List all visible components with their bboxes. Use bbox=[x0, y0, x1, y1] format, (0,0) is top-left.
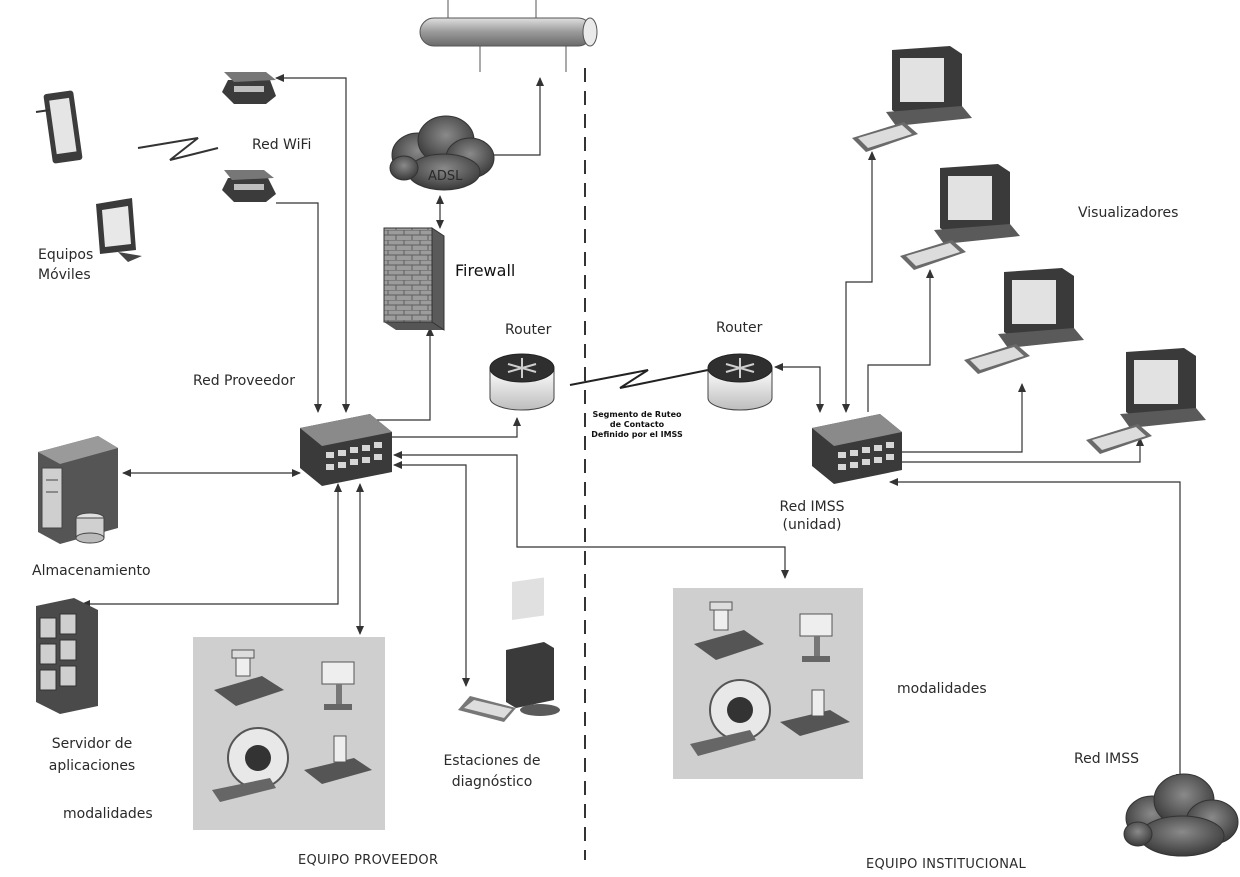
adsl-cloud-icon bbox=[389, 115, 495, 191]
segmento-label-1: Segmento de Ruteo bbox=[592, 410, 682, 419]
xray-table-icon bbox=[214, 649, 284, 706]
equipo-institucional-label: EQUIPO INSTITUCIONAL bbox=[866, 857, 1027, 872]
equipos-moviles-label-2: Móviles bbox=[38, 267, 91, 283]
mammography-icon bbox=[304, 735, 372, 784]
application-server-icon bbox=[36, 598, 98, 714]
equipos-moviles-label-1: Equipos bbox=[38, 247, 94, 263]
xray-table-icon bbox=[694, 601, 764, 660]
firewall-icon bbox=[383, 227, 445, 331]
visualizer-workstation-icon bbox=[852, 46, 972, 152]
router-right-label: Router bbox=[716, 320, 763, 336]
backbone-pipe-icon bbox=[419, 0, 598, 72]
storage-server-icon bbox=[38, 436, 118, 544]
wifi-access-point-icon bbox=[222, 170, 276, 202]
wifi-access-point-icon bbox=[222, 72, 276, 104]
adsl-label: ADSL bbox=[428, 169, 463, 184]
red-wifi-label: Red WiFi bbox=[252, 137, 312, 153]
estaciones-label-2: diagnóstico bbox=[451, 774, 533, 790]
switch-icon bbox=[300, 414, 392, 486]
firewall-label: Firewall bbox=[455, 261, 516, 280]
ct-scanner-icon bbox=[212, 727, 289, 802]
connection-lines bbox=[81, 74, 1184, 783]
router-left-label: Router bbox=[505, 322, 552, 338]
modalidades-left-label: modalidades bbox=[63, 806, 153, 822]
router-icon bbox=[489, 353, 555, 411]
diagnostic-workstation-icon bbox=[458, 577, 560, 722]
tablet-icon bbox=[35, 90, 83, 164]
red-proveedor-label: Red Proveedor bbox=[193, 373, 295, 389]
almacenamiento-label: Almacenamiento bbox=[32, 563, 151, 579]
servidor-label-1: Servidor de bbox=[51, 736, 133, 752]
red-imss-unidad-label-2: (unidad) bbox=[782, 517, 842, 533]
segmento-label-3: Definido por el IMSS bbox=[591, 430, 683, 439]
switch-icon bbox=[812, 414, 902, 484]
wireless-link-icon bbox=[137, 137, 219, 161]
visualizer-workstation-icon bbox=[964, 268, 1084, 374]
ultrasound-icon bbox=[799, 613, 833, 662]
visualizer-workstation-icon bbox=[900, 164, 1020, 270]
visualizadores-label: Visualizadores bbox=[1078, 205, 1179, 221]
red-imss-label: Red IMSS bbox=[1074, 751, 1140, 767]
segmento-label-2: de Contacto bbox=[609, 420, 665, 429]
modalities-panel-left bbox=[193, 637, 385, 830]
wan-link-icon bbox=[569, 369, 709, 389]
red-imss-cloud-icon bbox=[1123, 773, 1239, 857]
ultrasound-icon bbox=[321, 661, 355, 710]
red-imss-unidad-label-1: Red IMSS bbox=[779, 499, 845, 515]
visualizer-workstation-icon bbox=[1086, 348, 1206, 454]
monitor-icon bbox=[96, 198, 142, 262]
estaciones-label-1: Estaciones de bbox=[443, 753, 541, 769]
modalidades-right-label: modalidades bbox=[897, 681, 987, 697]
equipo-proveedor-label: EQUIPO PROVEEDOR bbox=[298, 853, 439, 868]
router-icon bbox=[707, 353, 773, 411]
ct-scanner-icon bbox=[690, 679, 771, 756]
servidor-label-2: aplicaciones bbox=[48, 758, 136, 774]
modalities-panel-right bbox=[673, 588, 863, 779]
mammography-icon bbox=[780, 689, 850, 736]
